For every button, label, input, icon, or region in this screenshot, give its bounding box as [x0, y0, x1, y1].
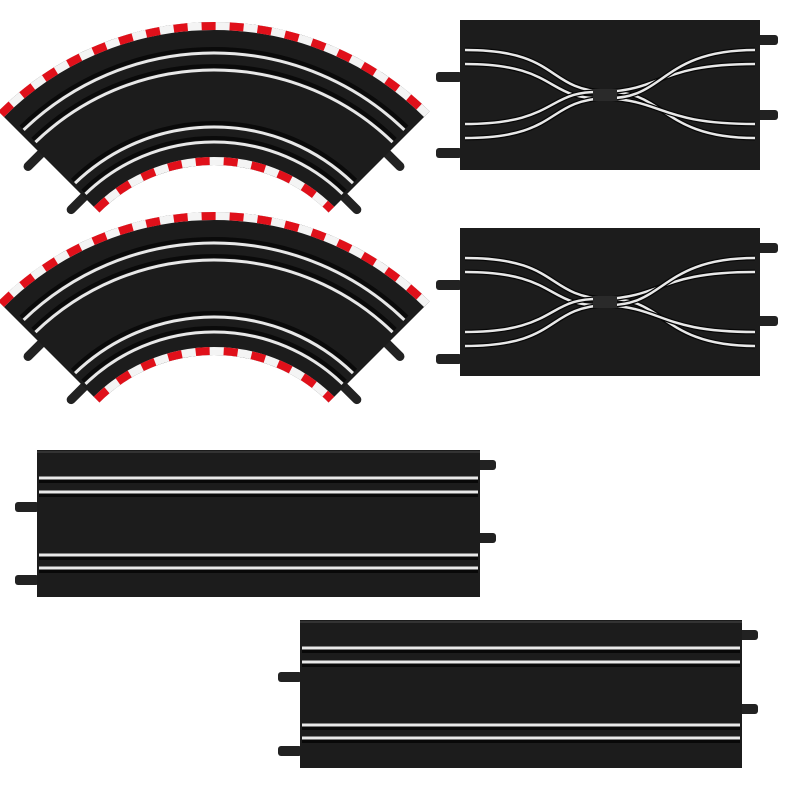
- connector-tab: [66, 192, 89, 215]
- crossover-track-piece: [436, 20, 778, 170]
- conductor-rail: [464, 270, 606, 307]
- slot-groove: [70, 311, 358, 372]
- connector-tab: [436, 280, 462, 290]
- connector-tab: [278, 746, 302, 756]
- conductor-rail: [74, 315, 354, 375]
- conductor-rail: [464, 297, 606, 334]
- curve-track-piece: [0, 212, 430, 405]
- slot-groove: [19, 237, 409, 319]
- connector-tab: [436, 72, 462, 82]
- connector-tab: [476, 533, 496, 543]
- conductor-rail: [84, 140, 344, 196]
- conductor-rail: [464, 62, 606, 100]
- conductor-rail: [464, 96, 606, 140]
- crossing-center: [593, 89, 617, 101]
- conductor-rail: [74, 125, 354, 185]
- connector-tab: [339, 192, 362, 215]
- connector-tab: [23, 149, 46, 171]
- conductor-rail: [604, 256, 756, 307]
- conductor-rail: [464, 303, 606, 348]
- connector-tab: [756, 243, 778, 253]
- conductor-rail: [34, 258, 394, 334]
- crossover-track-piece: [436, 228, 778, 376]
- conductor-rail: [604, 48, 756, 100]
- connector-tab: [15, 502, 39, 512]
- curb-red: [0, 22, 430, 117]
- curb-red: [93, 157, 335, 213]
- straight-track-piece: [278, 620, 758, 768]
- connector-tab: [382, 339, 405, 361]
- conductor-rail: [84, 330, 344, 386]
- connector-tab: [436, 354, 462, 364]
- conductor-rail: [464, 48, 606, 94]
- connector-tab: [23, 339, 46, 361]
- connector-tab: [15, 575, 39, 585]
- slot-groove: [70, 121, 358, 182]
- slot-groove: [19, 47, 409, 129]
- slot-groove: [31, 254, 397, 331]
- connector-tab: [756, 35, 778, 45]
- conductor-rail: [604, 96, 756, 126]
- conductor-rail: [22, 241, 406, 321]
- conductor-rail: [34, 68, 394, 144]
- curve-track-piece: [0, 22, 430, 215]
- connector-tab: [278, 672, 302, 682]
- connector-tab: [756, 316, 778, 326]
- track-surface: [300, 620, 742, 768]
- conductor-rail: [464, 256, 606, 301]
- connector-tab: [738, 704, 758, 714]
- conductor-rail: [22, 51, 406, 131]
- slot-groove: [81, 326, 347, 383]
- conductor-rail: [604, 303, 756, 334]
- connector-tab: [738, 630, 758, 640]
- connector-tab: [756, 110, 778, 120]
- track-surface: [37, 450, 480, 597]
- conductor-rail: [464, 90, 606, 126]
- connector-tab: [339, 382, 362, 405]
- connector-tab: [66, 382, 89, 405]
- slot-groove: [81, 136, 347, 193]
- connector-tab: [476, 460, 496, 470]
- slot-groove: [31, 64, 397, 141]
- connector-tab: [436, 148, 462, 158]
- connector-tab: [382, 149, 405, 171]
- crossing-center: [593, 296, 617, 308]
- curb-red: [93, 347, 335, 403]
- straight-track-piece: [15, 450, 496, 597]
- curb-red: [0, 212, 430, 307]
